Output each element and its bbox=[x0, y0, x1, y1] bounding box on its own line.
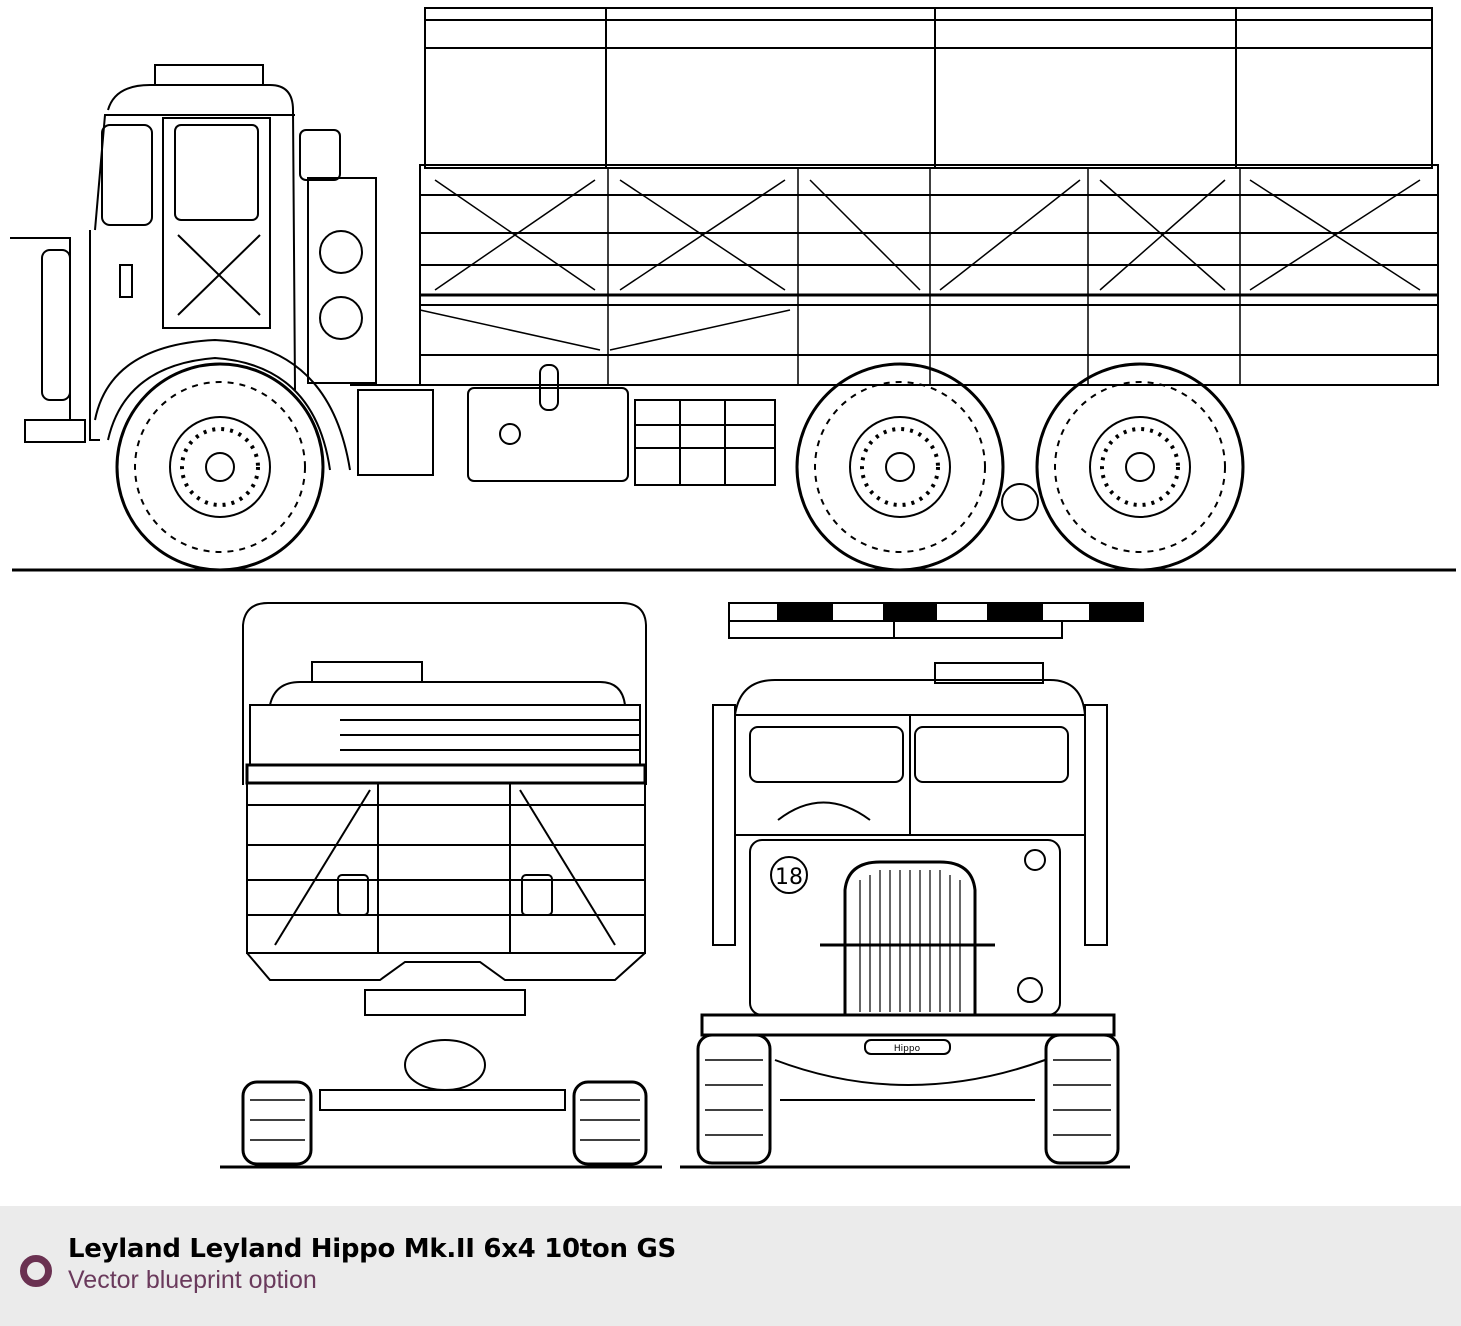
caption-bar bbox=[0, 1206, 1461, 1326]
blueprint-title: Leyland Leyland Hippo Mk.II 6x4 10ton GS bbox=[68, 1234, 676, 1264]
side-wheels bbox=[117, 364, 1243, 570]
scale-bar bbox=[729, 603, 1143, 638]
side-view bbox=[10, 8, 1456, 570]
front-plate-number: 18 bbox=[775, 865, 803, 890]
bullet-ring-icon bbox=[20, 1255, 52, 1287]
blueprint-subtitle[interactable]: Vector blueprint option bbox=[68, 1266, 317, 1294]
rear-view bbox=[220, 603, 662, 1167]
truck-blueprint-drawing: 18 Hippo bbox=[0, 0, 1461, 1205]
front-view: 18 Hippo bbox=[680, 663, 1130, 1167]
grille-badge: Hippo bbox=[894, 1044, 921, 1054]
plate-circle bbox=[771, 857, 807, 893]
